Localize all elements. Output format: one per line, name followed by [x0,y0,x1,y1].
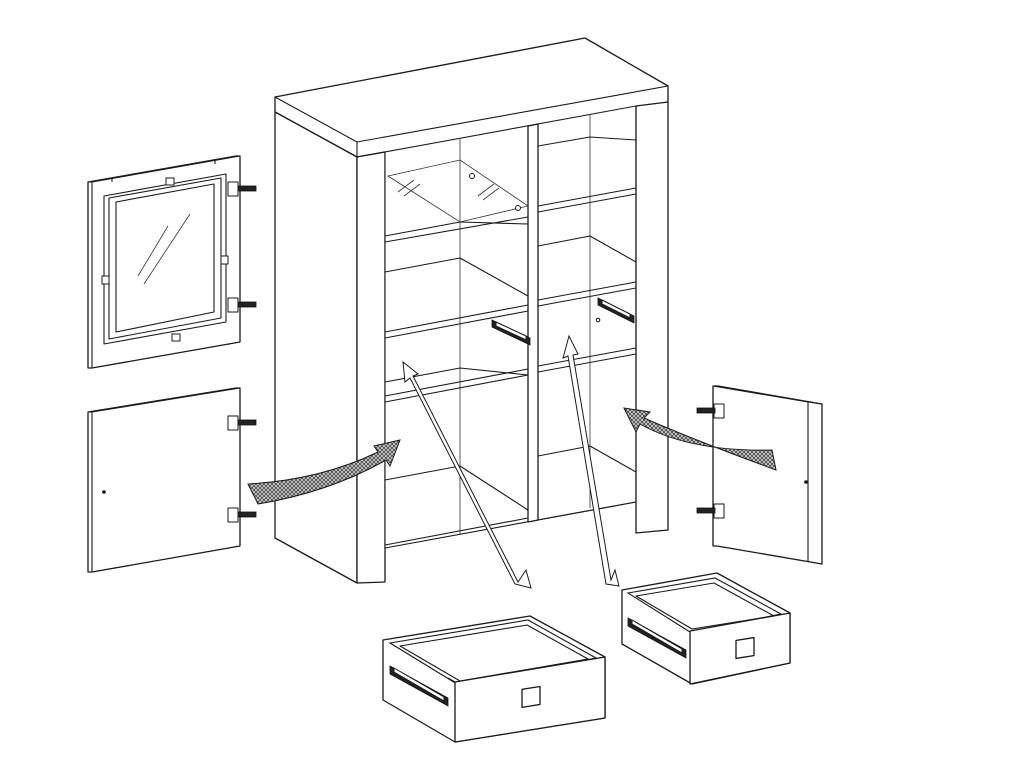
cabinet-left-stile [356,151,386,584]
shelves-right [537,136,637,521]
cabinet-right-stile [635,101,669,534]
hinge-icon [227,181,257,313]
cabinet-divider [527,123,539,523]
curved-arrow-left [247,439,401,505]
solid-door-left [87,387,257,573]
assembly-arrows [247,334,777,589]
drawer-runner-icon [491,297,635,346]
handle-icon [521,685,541,708]
handle-icon [735,636,755,660]
straight-arrow-right [562,334,620,587]
cabinet-left-side [274,111,358,584]
drawer-left [382,615,606,743]
straight-arrow-left [402,360,532,589]
cabinet-body [274,37,669,584]
drawer-right [621,572,791,685]
solid-door-right [696,385,823,565]
cabinet-interior [384,105,637,549]
curved-arrow-right [623,407,777,471]
hinge-icon [227,415,257,523]
glass-door [87,155,257,369]
hinge-icon [696,403,725,519]
